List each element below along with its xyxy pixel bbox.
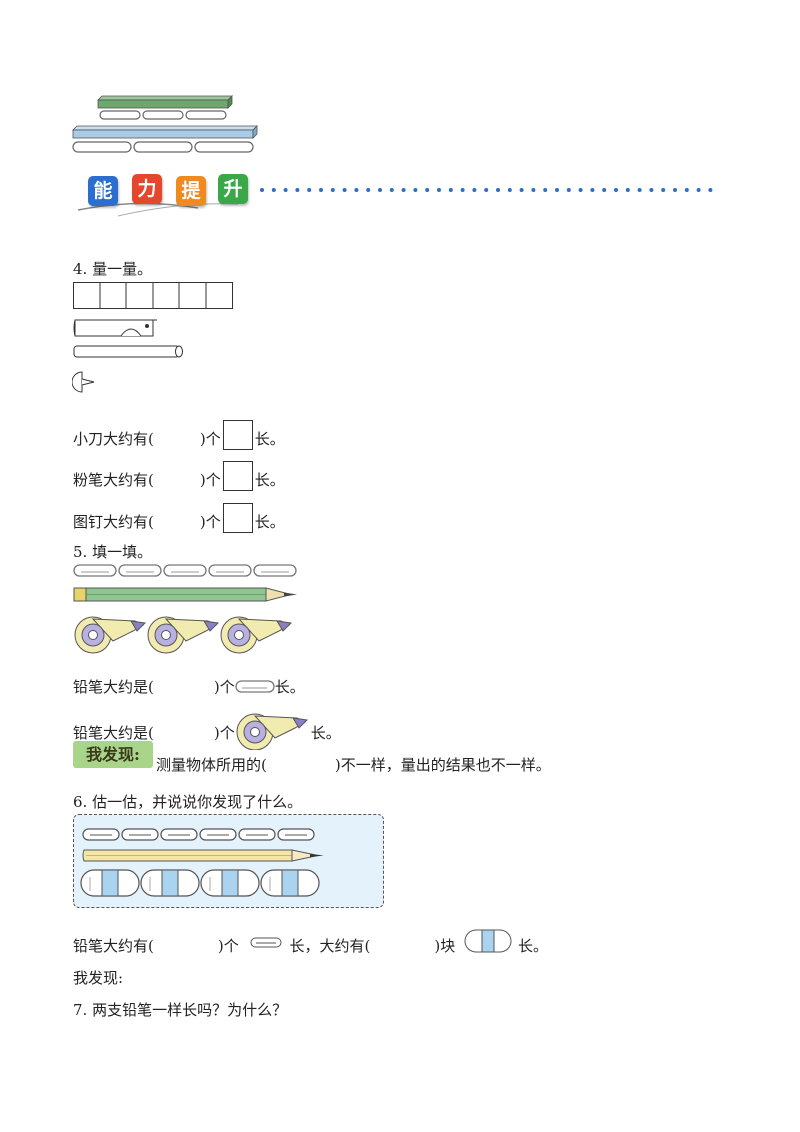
badge-char-1: 能 bbox=[88, 176, 118, 206]
q4-pin-mid: )个 bbox=[199, 513, 221, 531]
paperclip-row bbox=[73, 564, 297, 577]
divider-dot bbox=[378, 188, 382, 192]
divider-dot bbox=[354, 188, 359, 192]
q6-mid2: 长，大约有( bbox=[289, 937, 371, 955]
divider-dot bbox=[366, 188, 371, 192]
divider-dot bbox=[472, 188, 477, 192]
divider-dot bbox=[496, 188, 500, 192]
divider-dot bbox=[342, 188, 347, 192]
divider-dot bbox=[460, 188, 465, 192]
section-badge: 能 力 提 升 bbox=[78, 172, 258, 220]
q6-eraser-row bbox=[80, 869, 320, 897]
q4-chalk-suffix: 长。 bbox=[254, 471, 285, 489]
q4-line-knife: 小刀大约有( )个 长。 bbox=[73, 420, 285, 450]
badge-char-2: 力 bbox=[132, 174, 162, 204]
divider-dot bbox=[330, 188, 335, 192]
divider-dot bbox=[543, 188, 548, 192]
paperclip-unit-icon bbox=[250, 937, 281, 948]
q4-chalk-mid: )个 bbox=[199, 471, 221, 489]
grid-square-unit-icon bbox=[222, 461, 253, 491]
grid-square-unit-icon bbox=[222, 420, 253, 450]
q6-illustration-panel bbox=[73, 814, 384, 908]
divider-dot bbox=[566, 188, 571, 192]
divider-dot bbox=[507, 188, 512, 192]
q5-title: 5. 填一填。 bbox=[73, 543, 153, 561]
q6-finding-label: 我发现: bbox=[73, 969, 124, 987]
pencil-icon bbox=[73, 587, 297, 602]
divider-dot bbox=[708, 188, 713, 192]
divider-dot bbox=[401, 188, 406, 192]
divider-dot bbox=[590, 188, 595, 192]
q4-title: 4. 量一量。 bbox=[73, 260, 153, 278]
divider-dot bbox=[307, 188, 312, 192]
q4-knife-mid: )个 bbox=[199, 430, 221, 448]
eraser-unit-icon bbox=[464, 929, 512, 953]
divider-dot bbox=[260, 188, 264, 192]
divider-dot bbox=[425, 188, 430, 192]
q4-chalk-prefix: 粉笔大约有( bbox=[73, 471, 154, 489]
badge-char-3: 提 bbox=[176, 176, 206, 206]
grid-square-unit-icon bbox=[222, 503, 253, 533]
q5-discover-prefix: 测量物体所用的( bbox=[156, 756, 267, 774]
q4-knife-prefix: 小刀大约有( bbox=[73, 430, 154, 448]
q5-line-tape: 铅笔大约是( )个 长。 bbox=[73, 710, 341, 751]
q5-clip-prefix: 铅笔大约是( bbox=[73, 678, 154, 696]
divider-dot bbox=[448, 188, 453, 192]
divider-dot bbox=[555, 188, 559, 192]
q4-pin-suffix: 长。 bbox=[254, 513, 285, 531]
divider-dot bbox=[602, 188, 607, 192]
q4-knife-suffix: 长。 bbox=[254, 430, 285, 448]
q5-clip-mid: )个 bbox=[213, 678, 235, 696]
divider-dot bbox=[578, 188, 583, 192]
q6-paperclip-row bbox=[82, 828, 315, 841]
q6-mid3: )块 bbox=[434, 937, 456, 955]
divider-dot bbox=[484, 188, 489, 192]
q7-title: 7. 两支铅笔一样长吗？为什么？ bbox=[73, 1001, 288, 1019]
q5-discover-text: 测量物体所用的( )不一样，量出的结果也不一样。 bbox=[156, 754, 551, 775]
measuring-grid bbox=[73, 282, 233, 309]
q4-line-chalk: 粉笔大约有( )个 长。 bbox=[73, 461, 285, 491]
divider-dot bbox=[637, 188, 642, 192]
section-dotted-divider bbox=[260, 188, 713, 192]
q4-line-pin: 图钉大约有( )个 长。 bbox=[73, 503, 285, 533]
divider-dot bbox=[696, 188, 701, 192]
divider-dot bbox=[684, 188, 689, 192]
divider-dot bbox=[283, 188, 288, 192]
q5-tape-prefix: 铅笔大约是( bbox=[73, 724, 154, 742]
divider-dot bbox=[673, 188, 677, 192]
q6-prefix: 铅笔大约有( bbox=[73, 937, 154, 955]
header-illustration bbox=[72, 95, 258, 153]
divider-dot bbox=[649, 188, 654, 192]
q6-suffix: 长。 bbox=[518, 937, 549, 955]
tape-dispenser-unit-icon bbox=[236, 713, 308, 751]
divider-dot bbox=[295, 188, 300, 192]
q6-pencil-icon bbox=[82, 849, 324, 862]
thumbtack-icon bbox=[72, 371, 95, 393]
divider-dot bbox=[661, 188, 666, 192]
divider-dot bbox=[319, 188, 323, 192]
divider-dot bbox=[437, 188, 441, 192]
q6-answer-line: 铅笔大约有( )个 长，大约有( )块 长。 bbox=[73, 929, 548, 956]
divider-dot bbox=[531, 188, 536, 192]
q6-title: 6. 估一估，并说说你发现了什么。 bbox=[73, 793, 303, 811]
divider-dot bbox=[614, 188, 618, 192]
divider-dot bbox=[271, 188, 276, 192]
q5-clip-suffix: 长。 bbox=[274, 678, 305, 696]
paperclip-unit-icon bbox=[235, 680, 275, 693]
divider-dot bbox=[519, 188, 524, 192]
q5-tape-suffix: 长。 bbox=[310, 724, 341, 742]
utility-knife-icon bbox=[73, 319, 157, 337]
q5-tape-mid: )个 bbox=[213, 724, 235, 742]
discover-label: 我发现: bbox=[73, 741, 153, 768]
q6-mid1: )个 bbox=[217, 937, 239, 955]
chalk-icon bbox=[73, 345, 183, 358]
tape-dispenser-row bbox=[74, 616, 292, 654]
badge-char-4: 升 bbox=[218, 174, 248, 204]
q4-pin-prefix: 图钉大约有( bbox=[73, 513, 154, 531]
divider-dot bbox=[625, 188, 630, 192]
divider-dot bbox=[389, 188, 394, 192]
q5-discover-suffix: )不一样，量出的结果也不一样。 bbox=[334, 756, 551, 774]
q5-line-clip: 铅笔大约是( )个 长。 bbox=[73, 676, 305, 697]
divider-dot bbox=[413, 188, 418, 192]
